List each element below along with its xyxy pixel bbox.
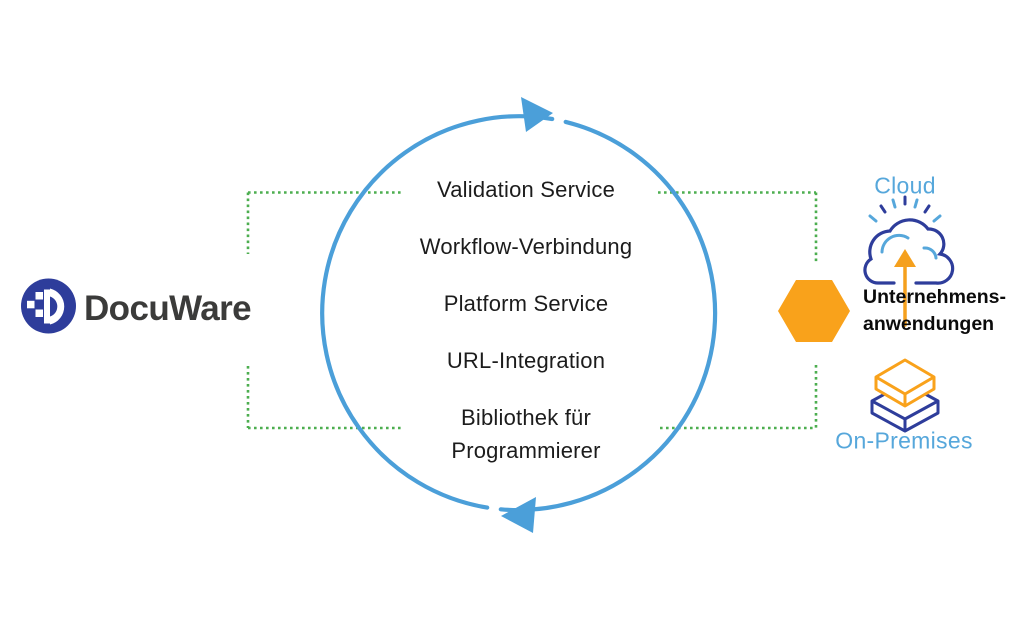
cycle-item-url-integration: URL-Integration: [446, 348, 606, 373]
cloud-upload-icon: [863, 195, 955, 327]
cycle-item-validation-service: Validation Service: [436, 177, 616, 202]
logo-pixel-left: [27, 300, 35, 309]
box-top-orange: [874, 358, 936, 408]
box-bottom-blue: [870, 381, 940, 433]
logo-pixel-bottom: [35, 309, 43, 317]
cloud-rays: [868, 195, 942, 223]
logo-d-spine: [44, 289, 50, 324]
cloud-outline: [863, 218, 955, 285]
cycle-item-bibliothek: Bibliothek für Programmierer: [451, 405, 601, 463]
cycle-ring-arc-right: [498, 119, 718, 513]
logo-d-arc: [50, 288, 65, 325]
enterprise-label: Unternehmens- anwendungen: [863, 284, 1006, 338]
on-premises-boxes-icon: [870, 358, 940, 433]
cycle-ring-arc-left: [320, 114, 555, 510]
cycle-item-workflow-verbindung: Workflow-Verbindung: [419, 234, 633, 259]
cycle-item-platform-service: Platform Service: [443, 291, 609, 316]
cloud-inner-arc-left: [880, 233, 910, 254]
connector-right-bracket: [658, 191, 818, 430]
cloud-label: Cloud: [874, 172, 936, 199]
enterprise-label-line2: anwendungen: [863, 313, 995, 335]
docuware-logo-icon: [21, 278, 76, 334]
cycle-arrow-left-icon: [501, 497, 536, 533]
on-premises-label: On-Premises: [835, 427, 973, 454]
logo-pixel-top: [35, 292, 43, 300]
enterprise-label-line1: Unternehmens-: [863, 286, 1007, 308]
cycle-ring: [320, 114, 718, 513]
cloud-inner-arc-right: [922, 246, 938, 260]
connector-left-bracket: [246, 191, 403, 430]
brand-wordmark: DocuWare: [84, 289, 252, 328]
cycle-arrow-right-icon: [521, 97, 553, 132]
upload-arrow-head: [894, 249, 916, 267]
enterprise-hexagon-icon: [778, 280, 850, 342]
